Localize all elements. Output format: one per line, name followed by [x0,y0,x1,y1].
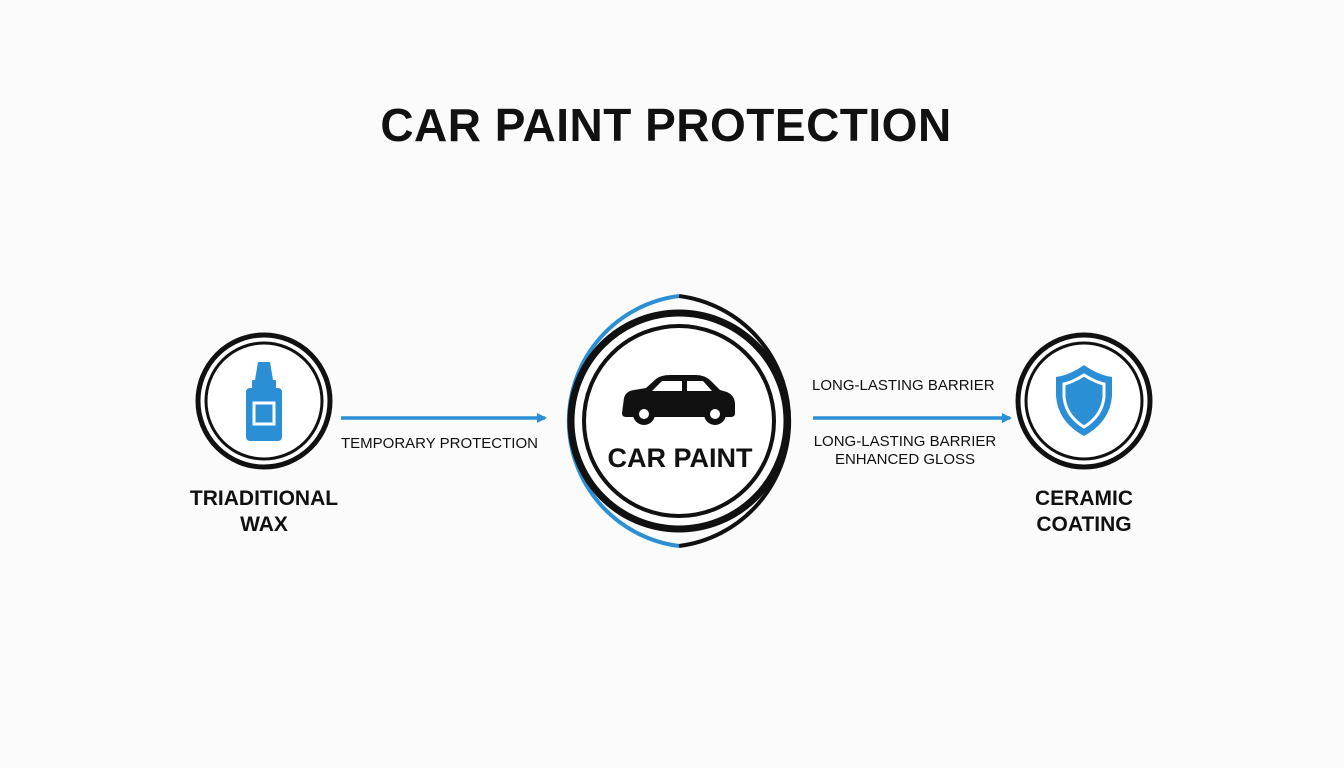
ceramic-benefits-label: LONG-LASTING BARRIER ENHANCED GLOSS [812,433,998,469]
benefit-line2: ENHANCED GLOSS [834,451,976,468]
ceramic-coating-label: CERAMIC COATING [984,486,1184,538]
diagram-title: CAR PAINT PROTECTION [380,99,952,151]
ceramic-label-line2: COATING [1036,513,1132,536]
wax-label: TRIADITIONAL WAX [164,486,364,538]
temporary-protection-label: TEMPORARY PROTECTION [341,435,538,452]
shield-icon [1056,365,1112,436]
wax-node [195,332,333,470]
car-paint-label: CAR PAINT [607,443,753,473]
ceramic-label-line1: CERAMIC [1035,487,1133,510]
wax-label-line1: TRIADITIONAL [189,487,339,510]
ceramic-coating-node [1015,332,1153,470]
car-paint-node [566,294,792,548]
wax-bottle-icon [246,362,282,441]
long-lasting-barrier-label: LONG-LASTING BARRIER [812,377,995,394]
benefit-line1: LONG-LASTING BARRIER [813,433,997,450]
wax-label-line2: WAX [240,513,288,536]
car-icon [622,375,735,425]
